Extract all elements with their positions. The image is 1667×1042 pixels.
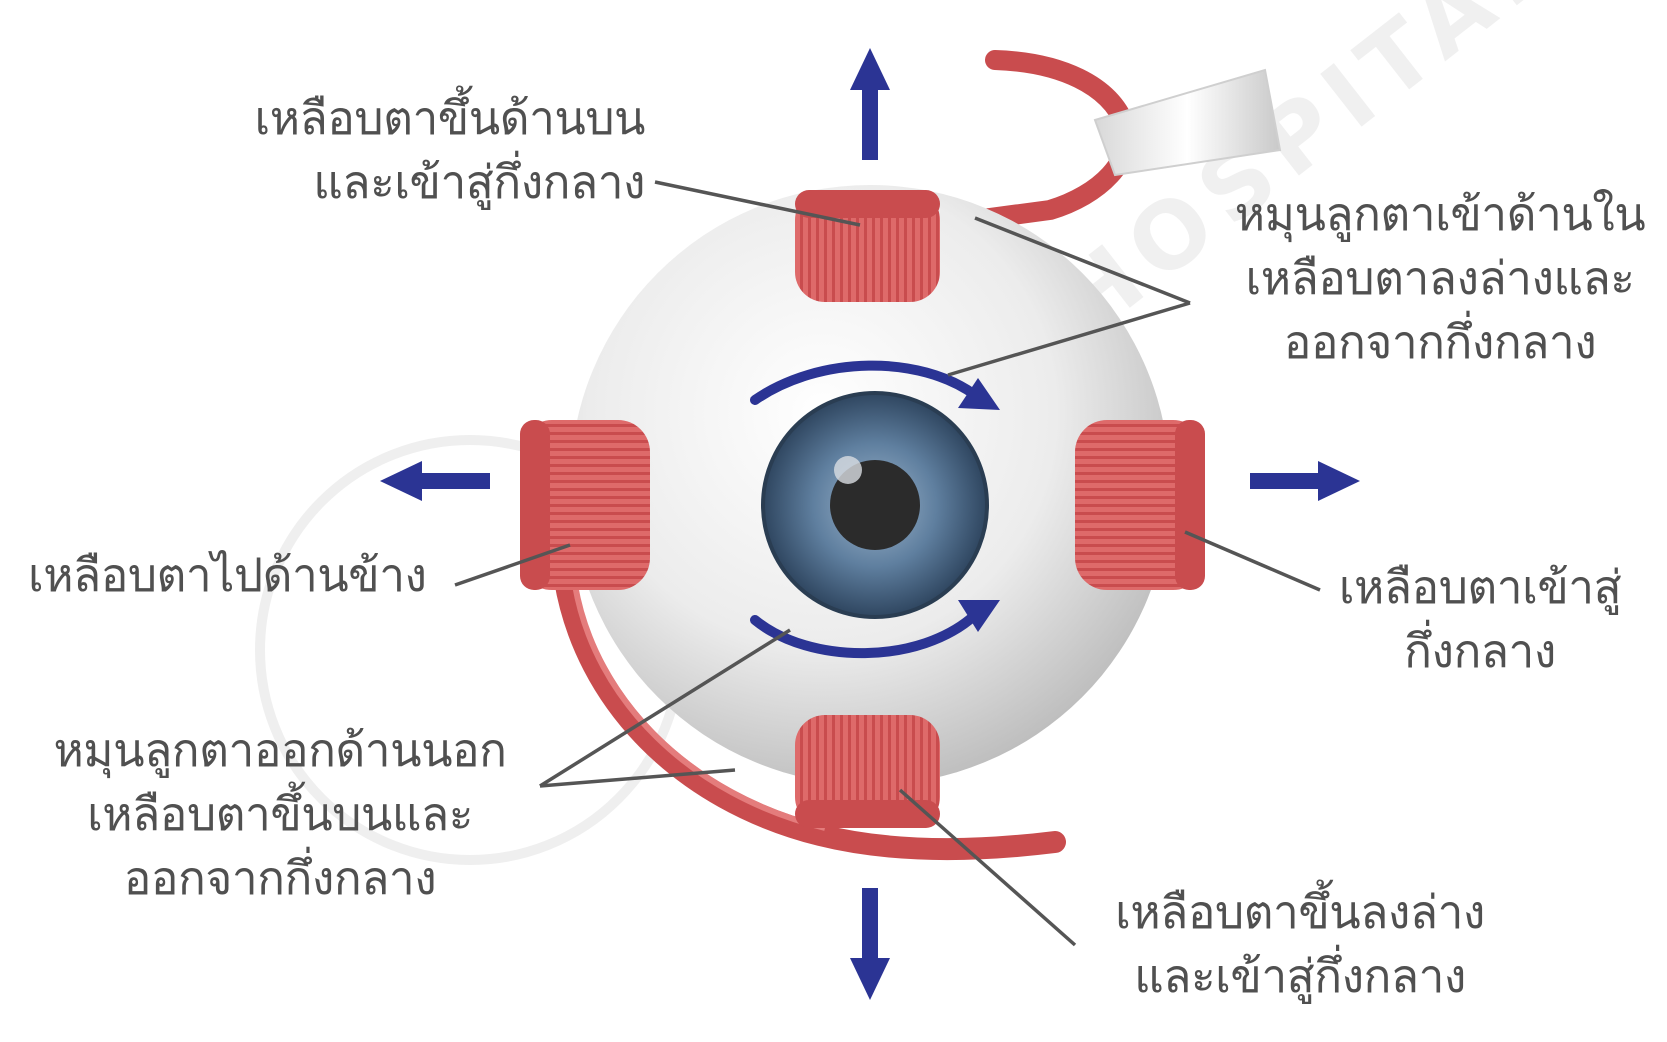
lateral-rectus-muscle xyxy=(520,420,650,590)
superior-oblique-muscle xyxy=(950,50,1282,232)
arrow-up-icon xyxy=(850,48,890,160)
label-inferior-rectus: เหลือบตาขึ้นลงล่าง และเข้าสู่กึ่งกลาง xyxy=(1115,885,1485,1003)
label-inferior-oblique: หมุนลูกตาออกด้านนอก เหลือบตาขึ้นบนและ ออ… xyxy=(53,723,507,905)
inferior-rectus-muscle xyxy=(795,715,940,828)
arrow-down-icon xyxy=(850,888,890,1000)
label-lateral-rectus: เหลือบตาไปด้านข้าง xyxy=(28,548,427,602)
label-medial-rectus: เหลือบตาเข้าสู่ กึ่งกลาง xyxy=(1338,560,1622,678)
arrow-right-icon xyxy=(1250,461,1360,501)
label-superior-oblique: หมุนลูกตาเข้าด้านใน เหลือบตาลงล่างและ ออ… xyxy=(1234,187,1646,369)
rotate-clockwise-bottom-icon xyxy=(750,610,980,659)
pointer-lines xyxy=(454,180,1321,947)
rotate-clockwise-top-icon xyxy=(750,360,980,405)
inferior-oblique-muscle xyxy=(554,569,1066,860)
iris xyxy=(761,391,989,619)
superior-rectus-muscle xyxy=(795,190,940,302)
arrow-left-icon xyxy=(380,461,490,501)
medial-rectus-muscle xyxy=(1075,420,1205,590)
label-superior-rectus: เหลือบตาขึ้นด้านบน และเข้าสู่กึ่งกลาง xyxy=(254,91,646,209)
